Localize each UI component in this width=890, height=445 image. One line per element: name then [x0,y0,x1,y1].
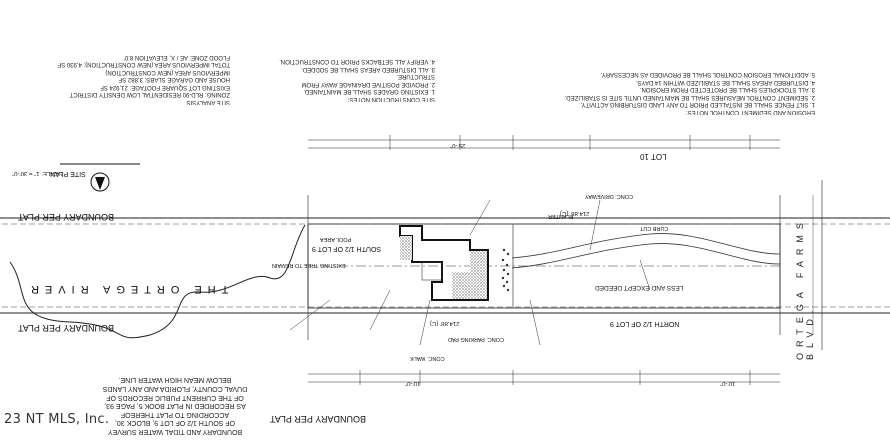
erosion-note-line: 1. SILT FENCE SHALL BE INSTALLED PRIOR T… [580,101,815,108]
garage-slab [452,251,487,299]
driveway-callout: CONC. DRIVEWAY [585,193,633,199]
construction-note-line: 2. PROVIDE POSITIVE DRAINAGE AWAY FROM S… [301,73,435,88]
dimension-strings [308,135,780,385]
site-analysis-line: SITE ANALYSIS [186,99,230,105]
street-label: ORTEGA FARMS BLVD. [795,217,815,360]
site-analysis-line: TOTAL IMPERVIOUS AREA (NEW CONSTRUCTION)… [57,61,230,68]
boundary-label-top: BOUNDARY PER PLAT [18,212,115,222]
north-half-lot9-label: NORTH 1/2 OF LOT 9 [610,320,680,327]
porch-slab [400,236,412,260]
river-label: THE ORTEGA RIVER [25,283,229,295]
pool-callout: POOL AREA [320,236,352,242]
construction-notes: SITE CONSTRUCTION NOTES: 1. EXISTING GRA… [265,22,435,103]
tree-callout: EXISTING TREE TO REMAIN [272,262,346,268]
parking-callout: CONC. PARKING PAD [448,336,505,342]
house-room [421,261,443,281]
site-analysis-line: EXISTING LOT SQUARE FOOTAGE: 21,924 SF [100,84,230,90]
site-analysis-line: HOUSE AND GARAGE SLABS: 3,882 SF [118,76,230,83]
planter-callout: PLANTER [548,213,574,219]
south-half-lot9-label: SOUTH 1/2 OF LOT 9 [312,245,382,252]
north-arrow [60,163,140,192]
erosion-note-line: 5. ADDITIONAL EROSION CONTROL SHALL BE P… [600,71,815,78]
driveway [511,243,781,269]
shoreline [9,224,306,339]
construction-note-line: 3. ALL DISTURBED AREAS SHALL BE SODDED. [301,66,435,72]
dim-side-left: 10'-0" [405,380,421,386]
erosion-notes: EROSION AND SEDIMENT CONTROL NOTES: 1. S… [560,5,815,116]
erosion-note-line: 2. SEDIMENT CONTROL MEASURES SHALL BE MA… [564,94,815,100]
survey-caption-line: AS RECORDED IN PLAT BOOK 5, PAGE 93, [104,402,246,410]
site-analysis-line: FLOOD ZONE: AE / X, ELEVATION 8.0' [123,54,230,60]
site-analysis-notes: SITE ANALYSIS ZONING: RLD-90 RESIDENTIAL… [20,15,230,105]
boundary-label-bottom-2: BOUNDARY PER PLAT [18,323,115,333]
erosion-note-line: 4. DISTURBED AREAS SHALL BE STABILIZED W… [635,79,815,85]
dim-side-right: 10'-0" [720,380,736,386]
survey-caption-line: DUVAL COUNTY, FLORIDA AND ANY LANDS [102,385,248,393]
dim-front: 25'-0" [450,142,466,148]
survey-caption-line: BOUNDARY AND TIDAL WATER SURVEY [107,428,243,435]
site-analysis-line: ZONING: RLD-90 RESIDENTIAL LOW DENSITY D… [69,91,230,98]
landscape-dots [501,248,510,292]
survey-drawing-rotated [0,135,890,385]
survey-caption-line: BELOW MEAN HIGH WATER LINE. [118,376,232,384]
mls-watermark: 23 NT MLS, Inc. [4,412,110,427]
construction-note-line: SITE CONSTRUCTION NOTES: [347,96,435,102]
erosion-note-line: 3. ALL STOCKPILES SHALL BE PROTECTED FRO… [639,86,815,93]
erosion-note-line: EROSION AND SEDIMENT CONTROL NOTES: [685,109,815,115]
site-plan-scale: SCALE: 1" = 30'-0" [12,170,63,176]
survey-caption-line: OF THE CURRENT PUBLIC RECORDS OF [106,393,244,401]
lot10-label: LOT 10 [640,152,667,161]
walk-callout: CONC. WALK [410,355,445,361]
less-except-label: LESS AND EXCEPT DEEDED [595,284,684,291]
leader-lines [289,199,651,346]
dim-width-bottom: 214.88' (C) [430,320,460,326]
construction-note-line: 1. EXISTING GRADES SHALL BE MAINTAINED. [303,88,435,95]
site-analysis-line: IMPERVIOUS AREA (NEW CONSTRUCTION) [105,69,230,75]
curb-cut-callout: CURB CUT [640,225,669,231]
driveway-edge [511,233,781,259]
construction-note-line: 4. VERIFY ALL SETBACKS PRIOR TO CONSTRUC… [279,58,435,65]
